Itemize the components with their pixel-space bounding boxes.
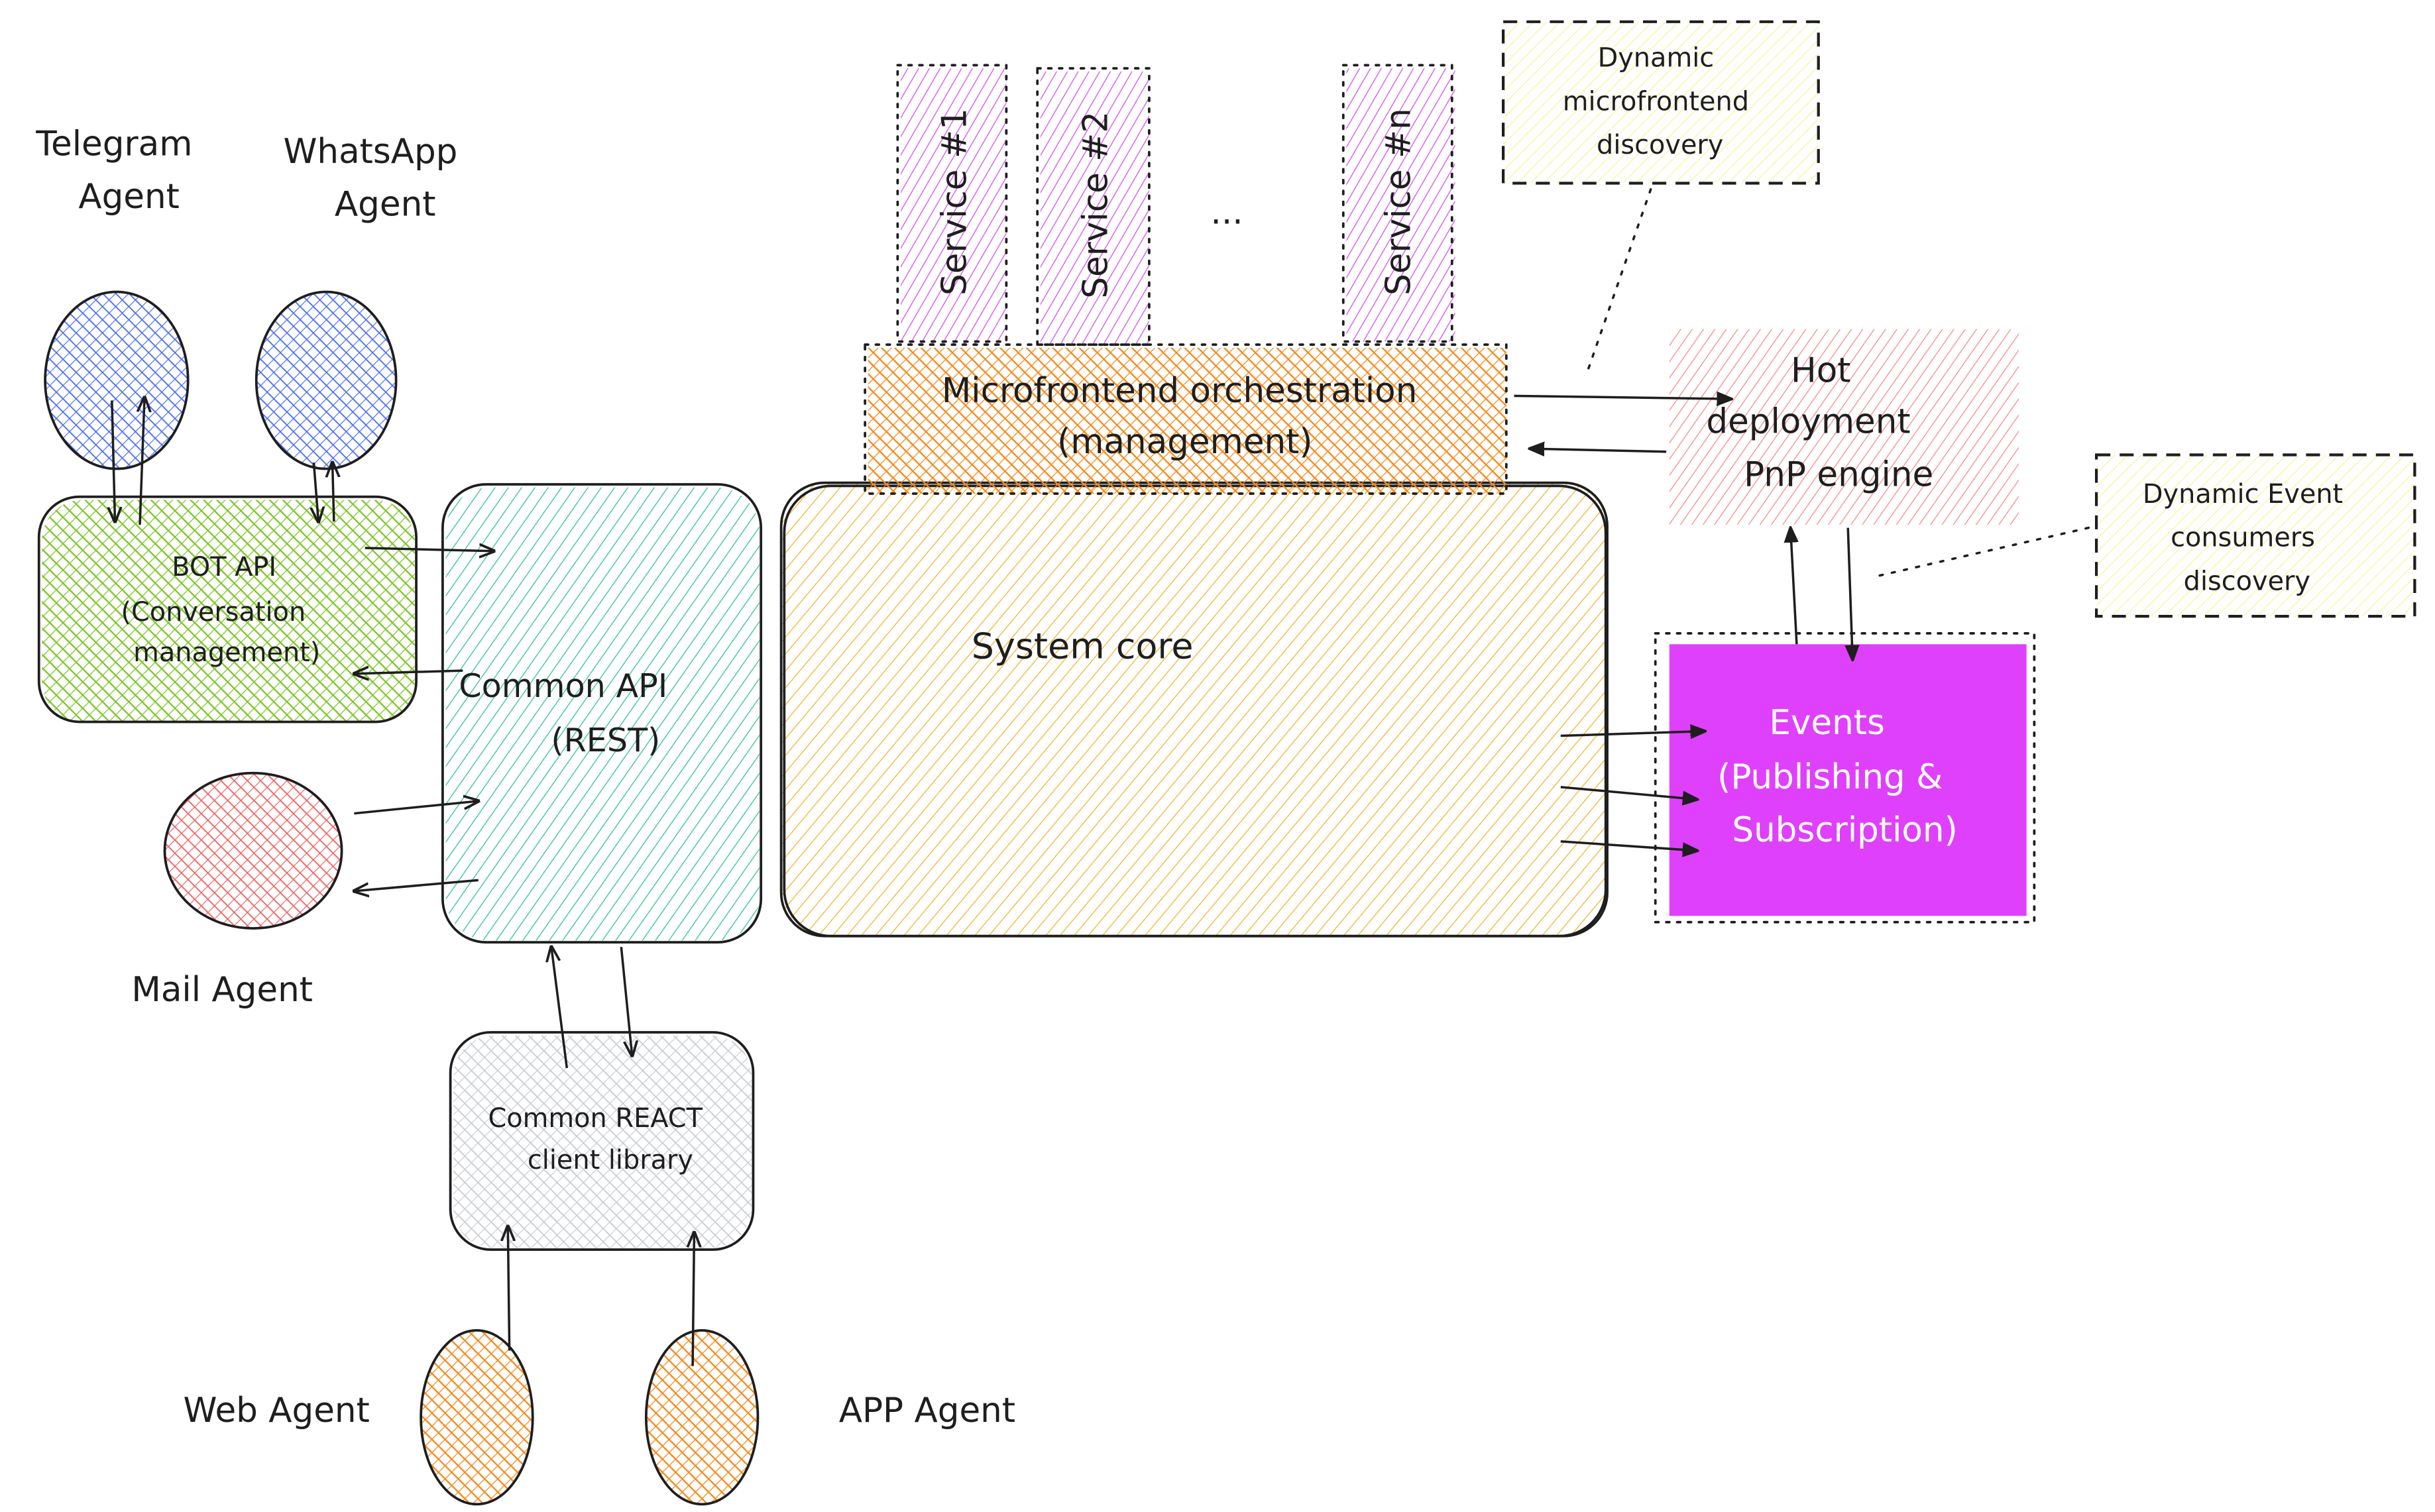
- arrow-core-to-events-3: [1560, 840, 1697, 851]
- arrow-bot-to-telegram: [140, 398, 144, 525]
- bot-api-line: BOT API: [172, 552, 276, 582]
- arrow-events-to-hot: [1791, 528, 1797, 645]
- service-label: Service #1: [934, 108, 974, 296]
- orchestration-line: (management): [1057, 422, 1312, 462]
- note-microfrontend-discovery: Dynamic microfrontend discovery: [1501, 20, 1820, 185]
- service-n: Service #n: [1341, 64, 1455, 343]
- svg-text:WhatsApp Agent: WhatsApp Agent: [283, 132, 468, 225]
- note-event-discovery: Dynamic Event consumers discovery: [2094, 453, 2416, 618]
- system-core-box: System core: [779, 481, 1609, 938]
- svg-text:Common REACT client libr: Common REACT client library: [488, 1103, 710, 1175]
- app-agent: APP Agent: [644, 1329, 1015, 1506]
- service-1: Service #1: [896, 64, 1008, 345]
- arrow-api-to-bot: [354, 671, 463, 674]
- events-line: Subscription): [1732, 810, 1957, 850]
- service-label: Service #n: [1379, 108, 1419, 296]
- arrow-mail-to-api: [354, 801, 478, 815]
- arrow-orch-to-hot: [1514, 396, 1731, 399]
- common-api-line: (REST): [551, 721, 660, 759]
- system-core-label: System core: [972, 625, 1194, 667]
- events-line: Events: [1769, 703, 1884, 743]
- bot-api-box: BOT API (Conversation management): [37, 495, 418, 724]
- react-line: client library: [528, 1145, 693, 1175]
- hot-deploy-line: deployment: [1706, 402, 1910, 442]
- react-line: Common REACT: [488, 1103, 703, 1134]
- svg-text:Dynamic Event consumers: Dynamic Event consumers discovery: [2143, 479, 2351, 596]
- note-line: microfrontend: [1563, 86, 1749, 117]
- arrow-core-to-events-2: [1560, 786, 1697, 800]
- svg-text:Dynamic microfrontend: Dynamic microfrontend discovery: [1563, 43, 1758, 160]
- arrow-api-to-react: [620, 947, 632, 1055]
- connectors: [112, 396, 1852, 1366]
- mail-agent-label: Mail Agent: [131, 970, 313, 1010]
- orchestration-line: Microfrontend orchestration: [942, 371, 1418, 411]
- common-api-box: Common API (REST): [441, 483, 763, 944]
- leader-line-events: [1870, 526, 2090, 579]
- hot-deployment-box: Hot deployment PnP engine: [1669, 329, 2019, 525]
- arrow-web-to-react: [508, 1226, 509, 1351]
- whatsapp-label: WhatsApp: [283, 132, 457, 172]
- web-agent: Web Agent: [184, 1329, 534, 1506]
- mail-agent: Mail Agent: [131, 771, 343, 1010]
- note-line: Dynamic: [1598, 43, 1715, 74]
- bot-api-line: (Conversation: [121, 597, 306, 627]
- arrow-bot-to-api: [365, 548, 494, 551]
- arrow-react-to-api: [551, 947, 569, 1069]
- telegram-agent: Telegram Agent: [35, 124, 203, 470]
- svg-text:Hot deployment PnP: Hot deployment PnP engine: [1706, 351, 1933, 494]
- arrow-hot-to-events: [1848, 527, 1852, 660]
- arrow-app-to-react: [693, 1232, 694, 1366]
- common-api-line: Common API: [459, 667, 667, 705]
- service-label: Service #2: [1076, 111, 1116, 299]
- hot-deploy-line: Hot: [1791, 351, 1850, 390]
- services-ellipsis: ...: [1210, 192, 1243, 232]
- svg-text:Microfrontend orchestration: Microfrontend orchestration (management): [942, 371, 1428, 462]
- svg-text:Telegram Agent: Telegram Agent: [35, 124, 203, 217]
- svg-text:Events (Publishing &: Events (Publishing & Subscription): [1717, 703, 1957, 850]
- note-line: discovery: [2184, 566, 2310, 596]
- arrow-core-to-events-1: [1560, 731, 1705, 736]
- arrow-bot-to-whatsapp: [333, 462, 334, 522]
- orchestration-box: Microfrontend orchestration (management): [864, 343, 1508, 495]
- service-2: Service #2: [1036, 67, 1151, 347]
- arrow-api-to-mail: [354, 879, 479, 891]
- note-line: consumers: [2171, 523, 2315, 553]
- telegram-label: Telegram: [35, 124, 192, 164]
- whatsapp-agent: WhatsApp Agent: [255, 132, 468, 470]
- arrow-telegram-to-bot: [112, 400, 115, 521]
- whatsapp-label: Agent: [335, 185, 436, 225]
- telegram-label: Agent: [78, 177, 180, 217]
- app-agent-label: APP Agent: [839, 1391, 1015, 1431]
- events-line: (Publishing &: [1717, 757, 1943, 797]
- arrow-whatsapp-to-bot: [313, 462, 318, 521]
- bot-api-line: management): [133, 637, 320, 668]
- svg-text:Common API (REST): Common API (REST): [459, 667, 678, 759]
- arrow-hot-to-orch: [1530, 449, 1667, 452]
- note-line: discovery: [1597, 130, 1723, 160]
- hot-deploy-line: PnP engine: [1744, 455, 1933, 494]
- react-client-library-box: Common REACT client library: [449, 1031, 755, 1251]
- leader-line-microfrontend: [1585, 188, 1652, 374]
- web-agent-label: Web Agent: [184, 1391, 370, 1431]
- svg-text:BOT API (Conversation: BOT API (Conversation management): [121, 552, 320, 668]
- events-box: Events (Publishing & Subscription): [1654, 632, 2036, 924]
- note-line: Dynamic Event: [2143, 479, 2343, 510]
